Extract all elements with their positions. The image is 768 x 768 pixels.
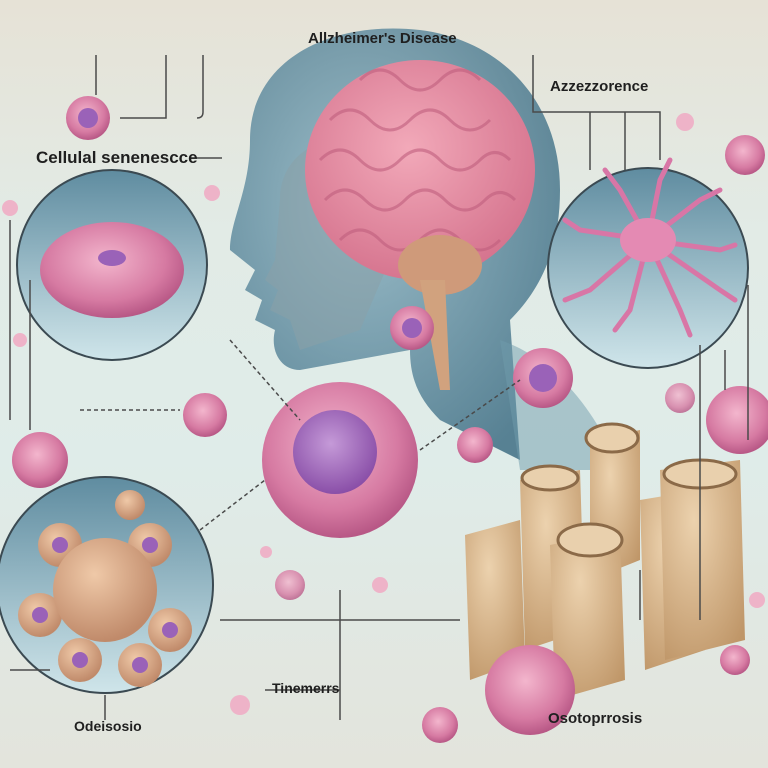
osteoarthritis-label: Odeisosio [74, 718, 142, 734]
floating-cells [2, 96, 768, 743]
title-label: Allzheimer's Disease [308, 30, 457, 47]
astrocyte-label: Azzezzorence [550, 78, 649, 95]
osteoporosis-label: Osotoprrosis [548, 710, 643, 727]
astrocyte-panel [547, 157, 749, 369]
connector-lines [9, 55, 749, 720]
central-senescent-cell [262, 382, 418, 538]
bone-structures [465, 422, 745, 700]
osteoarthritis-panel [0, 476, 214, 694]
senescent-cell-panel [16, 169, 208, 361]
brain-illustration [305, 60, 535, 390]
telomeres-label: Tinemerrs [272, 680, 340, 696]
cellular-senescence-label: Cellulal senenescce [36, 148, 198, 167]
